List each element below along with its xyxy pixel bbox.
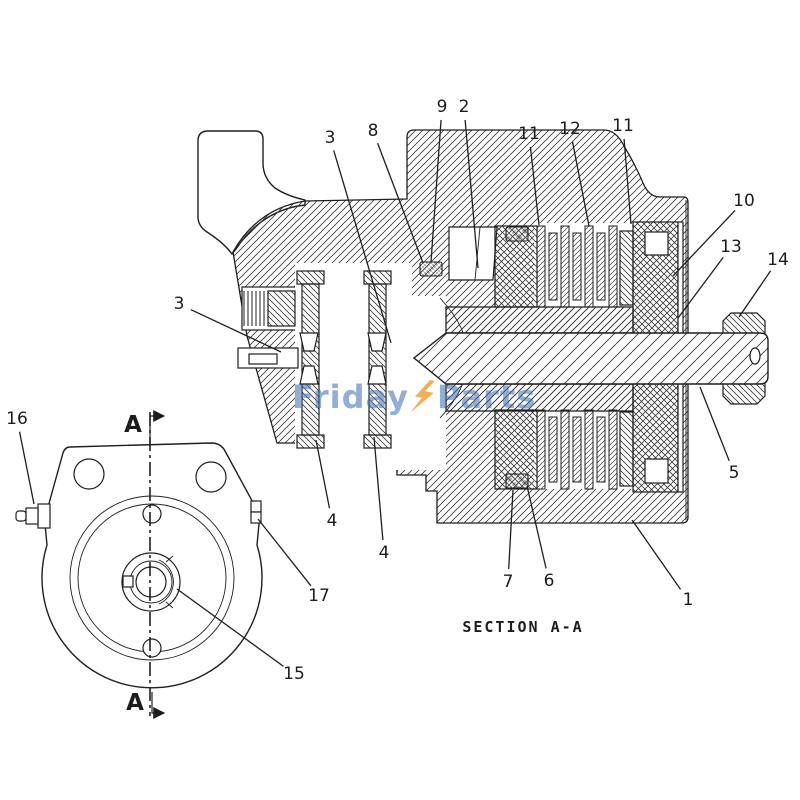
leader-line-11 <box>529 146 540 226</box>
watermark: Friday Parts <box>292 378 536 416</box>
part-label-1: 1 <box>683 590 694 610</box>
bolt-lower <box>505 473 529 489</box>
part-label-3: 3 <box>174 294 185 314</box>
leader-line-17 <box>257 518 312 587</box>
part-label-13: 13 <box>720 237 742 257</box>
leader-line-8 <box>376 142 424 264</box>
leader-line-15 <box>176 588 284 667</box>
leader-line-1 <box>631 519 682 590</box>
part-label-14: 14 <box>767 250 789 270</box>
side-screw <box>250 500 262 524</box>
bell-cavity <box>390 296 446 470</box>
lightning-bolt-icon <box>409 379 435 413</box>
leader-line-12 <box>571 141 590 227</box>
leader-line-11 <box>623 138 632 225</box>
bolt-upper-right <box>505 226 529 242</box>
end-cap-port-top <box>644 231 669 256</box>
cut-arrow-top <box>149 410 166 444</box>
part-label-11: 11 <box>612 116 634 136</box>
spring <box>243 291 265 326</box>
watermark-word1: Friday <box>292 378 409 416</box>
part-label-15: 15 <box>283 664 305 684</box>
part-label-8: 8 <box>368 121 379 141</box>
rim-hole-top <box>142 504 162 524</box>
leader-line-14 <box>738 270 772 318</box>
leader-line-3 <box>190 308 282 353</box>
leader-line-7 <box>508 489 514 570</box>
leader-line-16 <box>18 431 35 505</box>
view-marker-top: A <box>124 412 142 438</box>
drum-hub-bottom <box>445 383 634 412</box>
housing-ear-outline <box>197 130 306 256</box>
part-label-4: 4 <box>327 511 338 531</box>
pilot-rim-outer <box>69 495 235 661</box>
shaft-pilot <box>248 353 278 365</box>
drum-hub-top <box>445 306 634 334</box>
bolt-upper-left <box>419 261 443 277</box>
shaft-pin-hole <box>749 347 761 365</box>
end-cap-port-bottom <box>644 458 669 484</box>
part-label-17: 17 <box>308 586 330 606</box>
section-view <box>197 129 769 524</box>
leader-line-9 <box>430 119 442 263</box>
part-label-12: 12 <box>559 119 581 139</box>
part-label-7: 7 <box>503 572 514 592</box>
grease-fitting <box>15 503 51 529</box>
part-label-2: 2 <box>459 97 470 117</box>
front-view <box>15 410 263 719</box>
part-label-6: 6 <box>544 571 555 591</box>
leader-line-4 <box>315 439 331 509</box>
bolt-hole-left <box>73 458 105 490</box>
part-label-4: 4 <box>379 543 390 563</box>
view-marker-bottom: A <box>126 690 144 716</box>
spring-plug <box>267 290 296 327</box>
leader-line-5 <box>699 386 730 462</box>
shaft-hub-front <box>121 552 181 612</box>
watermark-word2: Parts <box>436 378 537 416</box>
section-title: SECTION A-A <box>462 618 584 636</box>
leader-line-3 <box>333 150 392 344</box>
part-label-10: 10 <box>733 191 755 211</box>
cut-arrow-bottom <box>151 692 166 719</box>
part-label-5: 5 <box>729 463 740 483</box>
piston-cavity <box>448 226 498 281</box>
bolt-hole-right <box>195 461 227 493</box>
leader-line-10 <box>672 209 736 277</box>
leader-line-13 <box>677 257 724 319</box>
disc-pack-top <box>536 225 634 308</box>
part-label-3: 3 <box>325 128 336 148</box>
part-label-16: 16 <box>6 409 28 429</box>
part-label-9: 9 <box>437 97 448 117</box>
leader-line-4 <box>373 436 384 541</box>
leader-line-2 <box>464 119 479 269</box>
rim-hole-bottom <box>142 638 162 658</box>
disc-pack-bottom <box>536 409 634 490</box>
bearing-carrier-right <box>363 270 392 449</box>
part-label-11: 11 <box>518 124 540 144</box>
bearing-cones <box>299 332 387 385</box>
leader-line-6 <box>526 485 547 569</box>
